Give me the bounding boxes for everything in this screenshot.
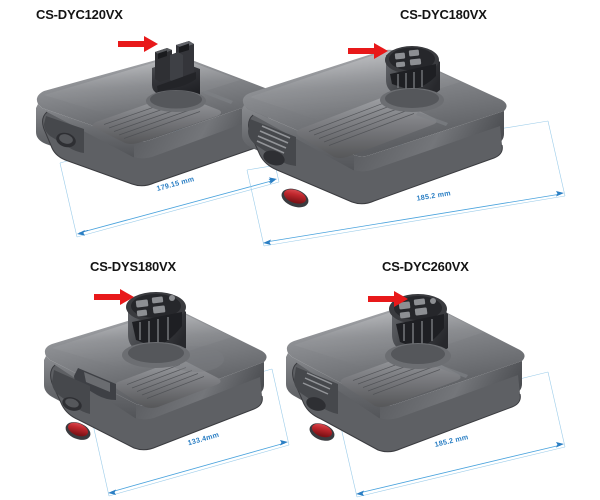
product-title-2: CS-DYC180VX (400, 7, 487, 22)
product-panel-4 (300, 250, 600, 500)
product-title-4: CS-DYC260VX (382, 259, 469, 274)
product-panel-2 (300, 0, 600, 250)
product-title-1: CS-DYC120VX (36, 7, 123, 22)
product-panel-1 (0, 0, 300, 250)
product-title-3: CS-DYS180VX (90, 259, 176, 274)
product-panel-3 (0, 250, 300, 500)
